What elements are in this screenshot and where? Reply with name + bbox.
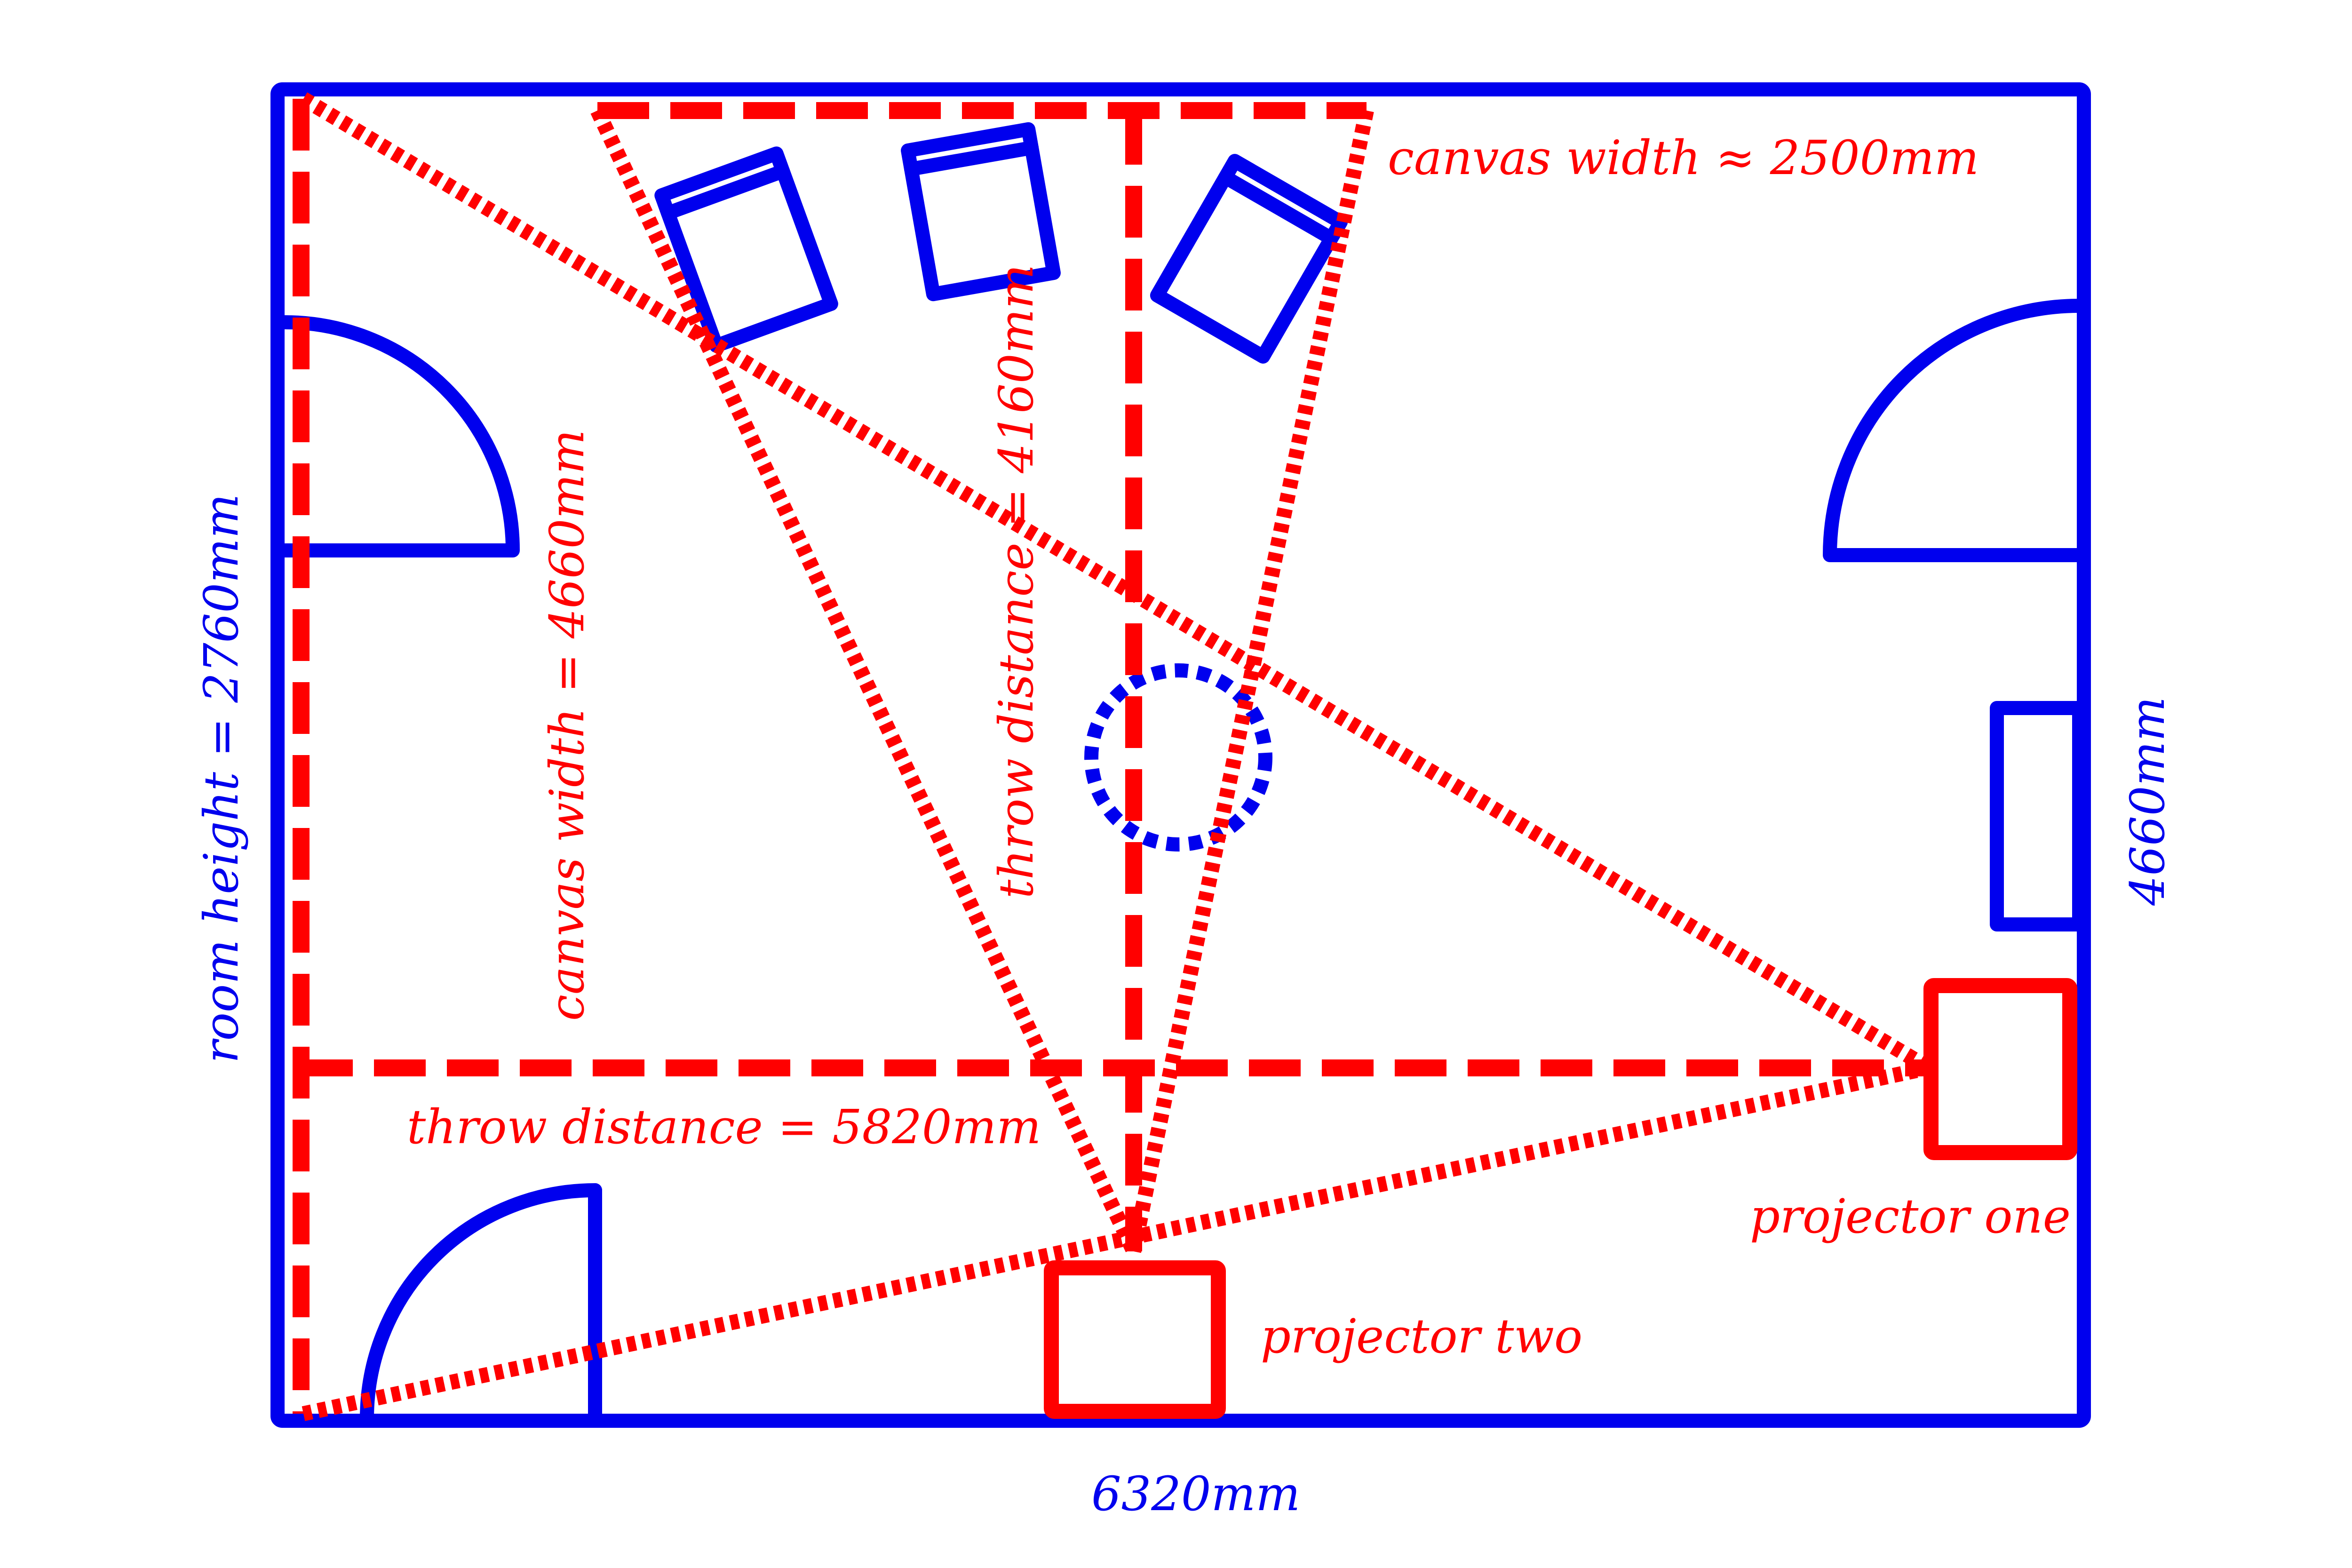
beam-p2-left bbox=[590, 107, 1141, 1255]
throw-distance-vertical-label: throw distance = 4160mm bbox=[989, 264, 1044, 899]
canvas-width-top-label: canvas width ≈ 2500mm bbox=[1388, 130, 1979, 185]
room-depth-label: 4660mm bbox=[2120, 697, 2175, 906]
projector-two-label: projector two bbox=[1261, 1309, 1582, 1364]
armchair-icon-3 bbox=[1150, 154, 1348, 364]
cabinet-icon bbox=[1990, 701, 2086, 931]
armchair-icon-2 bbox=[901, 122, 1061, 302]
projectors bbox=[1044, 978, 2077, 1419]
canvas-width-left-label: canvas width = 4660mm bbox=[540, 430, 595, 1021]
round-table-icon bbox=[1084, 663, 1272, 852]
door-bottom-left-icon bbox=[360, 1183, 602, 1425]
room-walls-group bbox=[270, 82, 2091, 1428]
throw-distance-horizontal-label: throw distance = 5820mm bbox=[407, 1099, 1041, 1154]
beam-p1-bottom bbox=[302, 1060, 1931, 1421]
projector-one-icon bbox=[1923, 978, 2077, 1160]
projector-one-label: projector one bbox=[1750, 1189, 2071, 1244]
armchair-icon-1 bbox=[654, 146, 838, 353]
projection-guides bbox=[293, 99, 1929, 1414]
beam-p2-right bbox=[1126, 109, 1374, 1253]
door-top-left-icon bbox=[275, 315, 520, 557]
door-top-right-icon bbox=[1823, 299, 2086, 562]
projector-two-icon bbox=[1044, 1260, 1226, 1419]
room-width-label: 6320mm bbox=[1091, 1466, 1300, 1521]
room-height-label: room height = 2760mm bbox=[194, 494, 249, 1064]
projection-beams bbox=[299, 92, 1933, 1421]
